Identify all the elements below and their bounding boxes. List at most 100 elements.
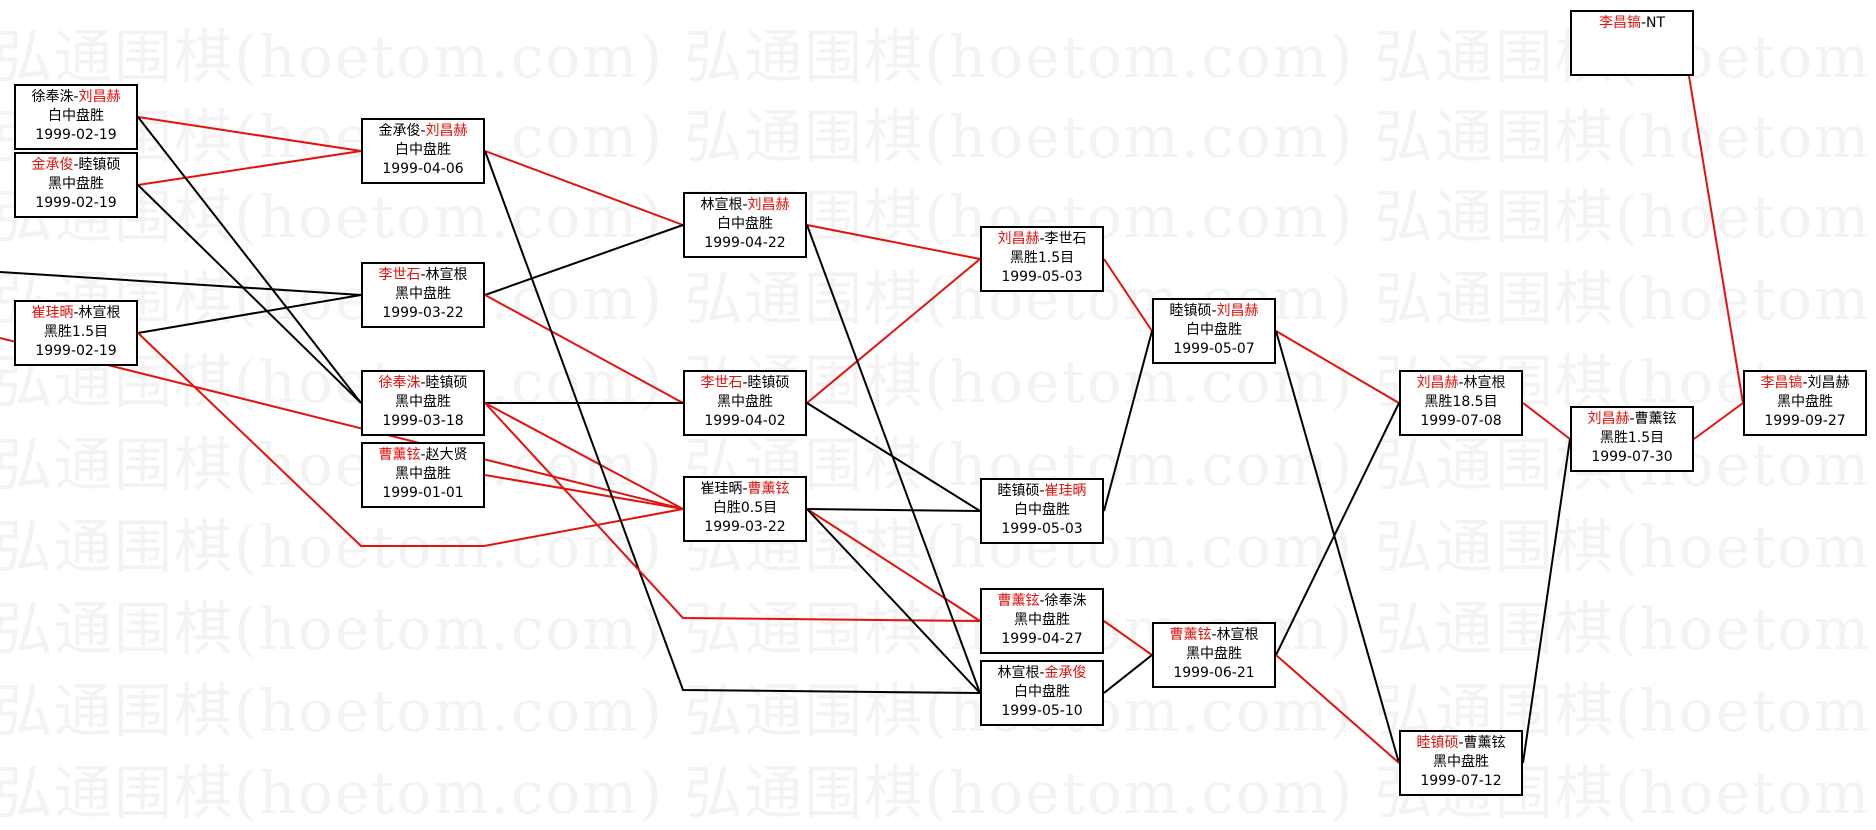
bracket-link [1275,402,1400,656]
match-date: 1999-06-21 [1173,665,1255,681]
bracket-link [137,184,362,404]
match-result: 黑中盘胜 [395,466,451,482]
player-black: 睦镇硕 [1169,303,1212,319]
player-white: 林宣根 [1463,375,1506,391]
match-players: 睦镇硕-刘昌赫 [1154,302,1274,321]
match-players: 林宣根-金承俊 [982,664,1102,683]
match-result: 白胜0.5目 [712,500,778,516]
match-players: 刘昌赫-李世石 [982,230,1102,249]
player-black: 睦镇硕 [997,483,1040,499]
match-date: 1999-07-12 [1420,773,1502,789]
player-separator: - [1039,483,1045,499]
seed-box: 李昌镐-NT [1570,10,1694,76]
player-black: 林宣根 [997,665,1040,681]
player-black: 李世石 [378,267,421,283]
player-separator: - [742,197,748,213]
match-result: 黑中盘胜 [1014,612,1070,628]
match-players: 李昌镐-NT [1572,14,1692,33]
bracket-link [137,294,362,334]
match-players: 曹薰铉-赵大贤 [363,446,483,465]
bracket-link [137,116,362,404]
player-white: 刘昌赫 [425,123,468,139]
bracket-link [806,508,981,622]
player-separator: - [420,123,426,139]
player-white: 刘昌赫 [747,197,790,213]
player-black: 曹薰铉 [1169,627,1212,643]
match-players: 徐奉洙-刘昌赫 [16,88,136,107]
match-date: 1999-07-08 [1420,413,1502,429]
player-white: 崔珪昞 [1044,483,1087,499]
bracket-link [806,508,981,512]
bracket-link [806,508,981,694]
match-result: 黑胜1.5目 [1599,430,1665,446]
match-players: 崔珪昞-曹薰铉 [685,480,805,499]
player-white: 睦镇硕 [425,375,468,391]
player-separator: - [1458,375,1464,391]
player-separator: - [420,375,426,391]
bracket-link [484,150,981,694]
player-separator: - [1039,231,1045,247]
match-date: 1999-07-30 [1591,449,1673,465]
player-separator: - [1211,303,1217,319]
match-result: 黑中盘胜 [1777,394,1833,410]
match-result: 白中盘胜 [1014,684,1070,700]
player-black: 金承俊 [378,123,421,139]
bracket-link [1275,330,1400,404]
player-white: 林宣根 [78,305,121,321]
match-players: 曹薰铉-徐奉洙 [982,592,1102,611]
bracket-link [1275,330,1400,764]
bracket-link [137,150,362,186]
player-separator: - [742,375,748,391]
match-date: 1999-03-22 [704,519,786,535]
player-black: 曹薰铉 [378,447,421,463]
match-result: 黑中盘胜 [395,286,451,302]
match-result: 白中盘胜 [717,216,773,232]
bracket-link [1103,654,1153,694]
player-black: 刘昌赫 [1587,411,1630,427]
player-white: NT [1646,15,1666,31]
bracket-link [1522,438,1571,764]
player-separator: - [1629,411,1635,427]
bracket-link [1522,402,1571,440]
match-players: 崔珪昞-林宣根 [16,304,136,323]
player-separator: - [73,157,79,173]
player-separator: - [1039,593,1045,609]
match-result: 黑中盘胜 [395,394,451,410]
bracket-link [1103,620,1153,656]
match-date: 1999-02-19 [35,195,117,211]
player-white: 曹薰铉 [1634,411,1677,427]
bracket-link [806,258,981,404]
bracket-link [1103,258,1153,332]
player-black: 曹薰铉 [997,593,1040,609]
player-black: 睦镇硕 [1416,735,1459,751]
bracket-diagram: 弘通围棋(hoetom.com) 弘通围棋(hoetom.com) 弘通围棋(h… [0,10,1876,827]
match-date: 1999-09-27 [1764,413,1846,429]
match-players: 刘昌赫-曹薰铉 [1572,410,1692,429]
match-players: 徐奉洙-睦镇硕 [363,374,483,393]
bracket-link [1688,75,1744,404]
player-white: 赵大贤 [425,447,468,463]
player-separator: - [73,89,79,105]
player-black: 崔珪昞 [700,481,743,497]
player-white: 曹薰铉 [747,481,790,497]
player-black: 刘昌赫 [1416,375,1459,391]
player-white: 曹薰铉 [1463,735,1506,751]
player-separator: - [73,305,79,321]
player-white: 刘昌赫 [78,89,121,105]
player-separator: - [1039,665,1045,681]
player-separator: - [742,481,748,497]
match-players: 李世石-睦镇硕 [685,374,805,393]
